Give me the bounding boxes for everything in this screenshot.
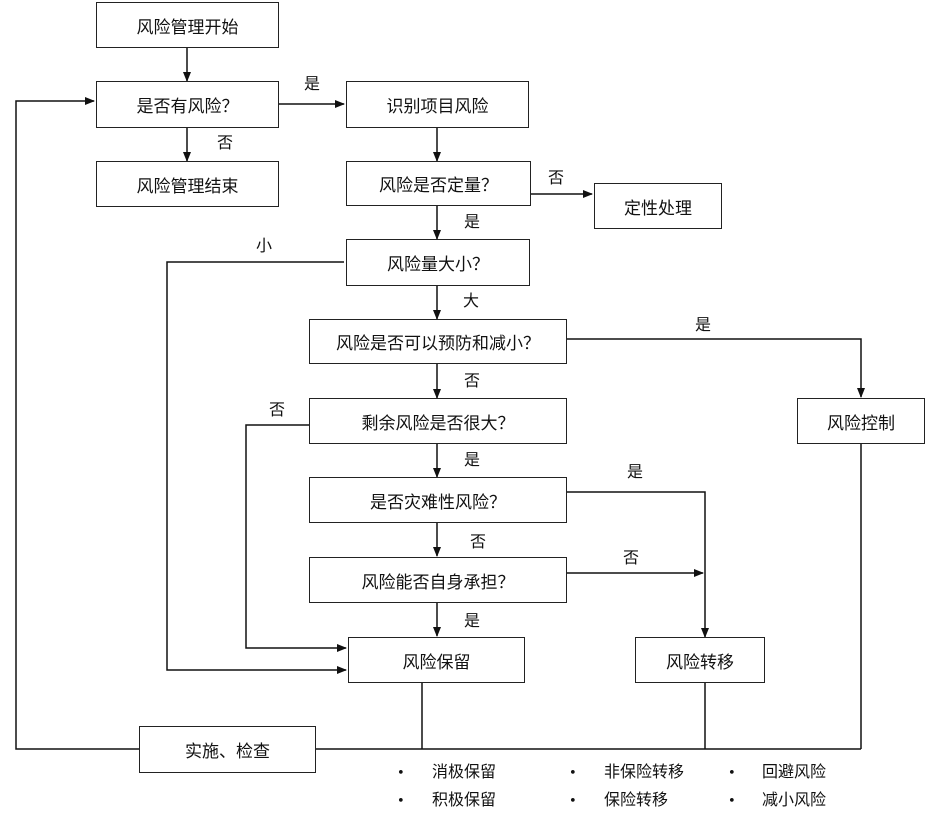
- label-self-bear-yes: 是: [464, 611, 481, 630]
- label-quantify-yes: 是: [464, 212, 481, 231]
- box-retention: 风险保留: [348, 637, 525, 683]
- box-self-bear: 风险能否自身承担？: [309, 557, 567, 603]
- label-preventable-no: 否: [464, 371, 481, 390]
- box-preventable: 风险是否可以预防和减小？: [309, 319, 567, 364]
- legend-bullet: •: [397, 794, 405, 809]
- label-has-risk-yes: 是: [304, 74, 321, 93]
- box-transfer: 风险转移: [635, 637, 765, 683]
- connector-implement-loop-back: [15, 97, 139, 750]
- legend-bullet: •: [728, 766, 736, 781]
- label-magnitude-large: 大: [463, 291, 480, 310]
- label-catastrophic-no: 否: [470, 532, 487, 551]
- connector-magnitude-small-to-retention: [166, 261, 347, 674]
- box-catastrophic: 是否灾难性风险？: [309, 477, 567, 523]
- box-implement: 实施、检查: [139, 726, 316, 773]
- box-start: 风险管理开始: [96, 2, 279, 48]
- label-preventable-yes: 是: [695, 315, 712, 334]
- legend-item: 减小风险: [762, 790, 827, 809]
- box-end: 风险管理结束: [96, 161, 279, 207]
- label-has-risk-no: 否: [217, 133, 234, 152]
- legend-item: 非保险转移: [604, 762, 685, 781]
- legend-bullet: •: [728, 794, 736, 809]
- box-has-risk: 是否有风险？: [96, 81, 279, 128]
- box-residual: 剩余风险是否很大？: [309, 398, 567, 444]
- legend-item: 保险转移: [604, 790, 669, 809]
- legend-item: 回避风险: [762, 762, 827, 781]
- box-qualitative: 定性处理: [594, 183, 722, 229]
- label-residual-no: 否: [269, 400, 286, 419]
- label-catastrophic-yes: 是: [627, 462, 644, 481]
- label-quantify-no: 否: [548, 168, 565, 187]
- legend-item: 消极保留: [432, 762, 497, 781]
- legend-item: 积极保留: [432, 790, 497, 809]
- connector-residual-no-to-retention: [245, 424, 347, 652]
- box-magnitude: 风险量大小？: [346, 239, 530, 286]
- legend-bullet: •: [397, 766, 405, 781]
- box-control: 风险控制: [797, 398, 925, 444]
- legend-bullet: •: [569, 766, 577, 781]
- label-self-bear-no: 否: [623, 548, 640, 567]
- connector-preventable-to-control: [567, 338, 865, 398]
- box-quantify: 风险是否定量？: [346, 161, 531, 206]
- connector-catastrophic-to-transfer: [567, 491, 709, 638]
- label-magnitude-small: 小: [256, 236, 273, 255]
- label-residual-yes: 是: [464, 450, 481, 469]
- legend-bullet: •: [569, 794, 577, 809]
- box-identify: 识别项目风险: [346, 81, 529, 128]
